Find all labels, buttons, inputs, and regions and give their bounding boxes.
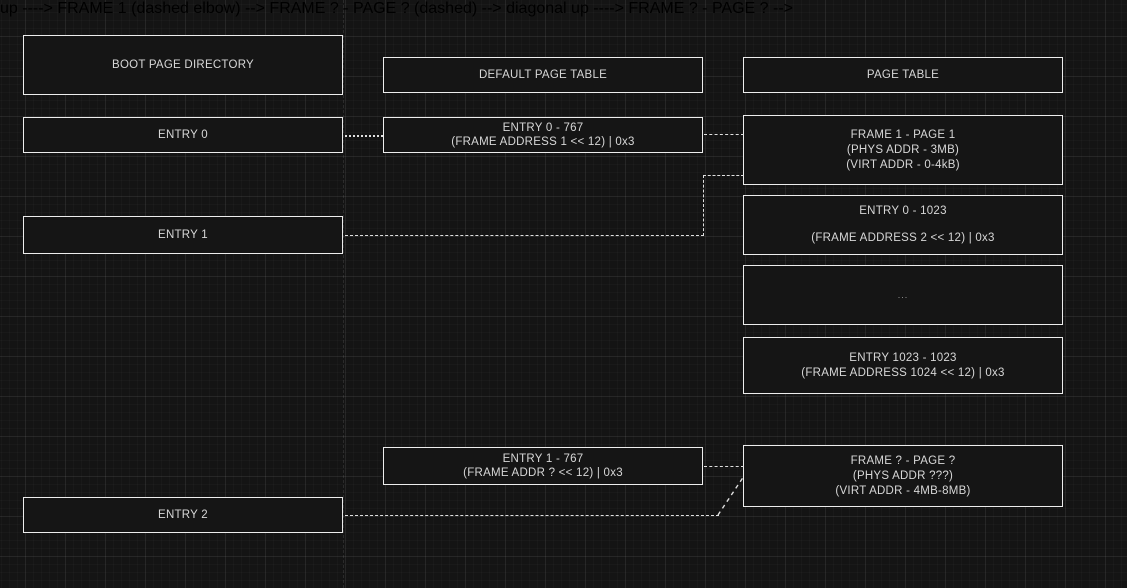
node-ellipsis[interactable]: ... xyxy=(743,265,1063,325)
node-entry-0-767[interactable]: ENTRY 0 - 767 (FRAME ADDRESS 1 << 12) | … xyxy=(383,117,703,153)
connector-entry1-vertical xyxy=(703,175,704,236)
node-label: ENTRY 0 xyxy=(158,128,208,141)
connector-entry2-horizontal xyxy=(345,515,719,516)
connector-entry0-to-entry0-767 xyxy=(345,135,383,137)
node-label-line1: FRAME ? - PAGE ? xyxy=(850,454,956,467)
node-entry-1023-1023[interactable]: ENTRY 1023 - 1023 (FRAME ADDRESS 1024 <<… xyxy=(743,337,1063,394)
node-boot-page-directory[interactable]: BOOT PAGE DIRECTORY xyxy=(23,35,343,95)
node-entry-1[interactable]: ENTRY 1 xyxy=(23,216,343,254)
node-label: ENTRY 2 xyxy=(158,508,208,521)
connector-entry1-767-to-frameq xyxy=(704,466,744,467)
node-entry-2[interactable]: ENTRY 2 xyxy=(23,497,343,533)
node-label: BOOT PAGE DIRECTORY xyxy=(112,58,254,71)
node-label-line2: (PHYS ADDR - 3MB) xyxy=(846,143,960,156)
node-label-line1: ENTRY 1 - 767 xyxy=(502,453,584,465)
node-frame-unknown-page-unknown[interactable]: FRAME ? - PAGE ? (PHYS ADDR ???) (VIRT A… xyxy=(743,445,1063,507)
node-label-line3: (FRAME ADDRESS 2 << 12) | 0x3 xyxy=(811,232,995,244)
node-entry-0-1023[interactable]: ENTRY 0 - 1023 (FRAME ADDRESS 2 << 12) |… xyxy=(743,195,1063,255)
connector-entry0-767-to-frame1 xyxy=(704,134,744,135)
node-page-table[interactable]: PAGE TABLE xyxy=(743,57,1063,93)
connector-entry1-to-frame1 xyxy=(703,175,744,176)
node-label-line1: ENTRY 0 - 767 xyxy=(502,122,584,134)
connector-entry1-horizontal xyxy=(345,235,704,236)
node-label-line1: FRAME 1 - PAGE 1 xyxy=(850,128,956,141)
node-label-line3: (VIRT ADDR - 4MB-8MB) xyxy=(835,484,971,497)
node-label-line2: (FRAME ADDRESS 1024 << 12) | 0x3 xyxy=(801,366,1005,379)
node-label: PAGE TABLE xyxy=(866,68,940,81)
node-frame-1-page-1[interactable]: FRAME 1 - PAGE 1 (PHYS ADDR - 3MB) (VIRT… xyxy=(743,115,1063,185)
node-label-line3: (VIRT ADDR - 0-4kB) xyxy=(846,158,960,171)
node-label: DEFAULT PAGE TABLE xyxy=(478,68,608,81)
node-label-line2: (PHYS ADDR ???) xyxy=(852,469,954,482)
column-guide-line xyxy=(343,0,344,588)
node-label-line1: ENTRY 1023 - 1023 xyxy=(849,351,957,364)
node-label: ... xyxy=(897,289,909,300)
node-label: ENTRY 1 xyxy=(158,228,208,241)
node-entry-0[interactable]: ENTRY 0 xyxy=(23,117,343,153)
node-label-line2: (FRAME ADDR ? << 12) | 0x3 xyxy=(463,467,623,479)
node-label-line2: (FRAME ADDRESS 1 << 12) | 0x3 xyxy=(451,136,635,148)
node-label-line1: ENTRY 0 - 1023 xyxy=(859,205,947,217)
diagonal-dashed-line xyxy=(717,475,745,516)
node-entry-1-767[interactable]: ENTRY 1 - 767 (FRAME ADDR ? << 12) | 0x3 xyxy=(383,447,703,485)
node-default-page-table[interactable]: DEFAULT PAGE TABLE xyxy=(383,57,703,93)
